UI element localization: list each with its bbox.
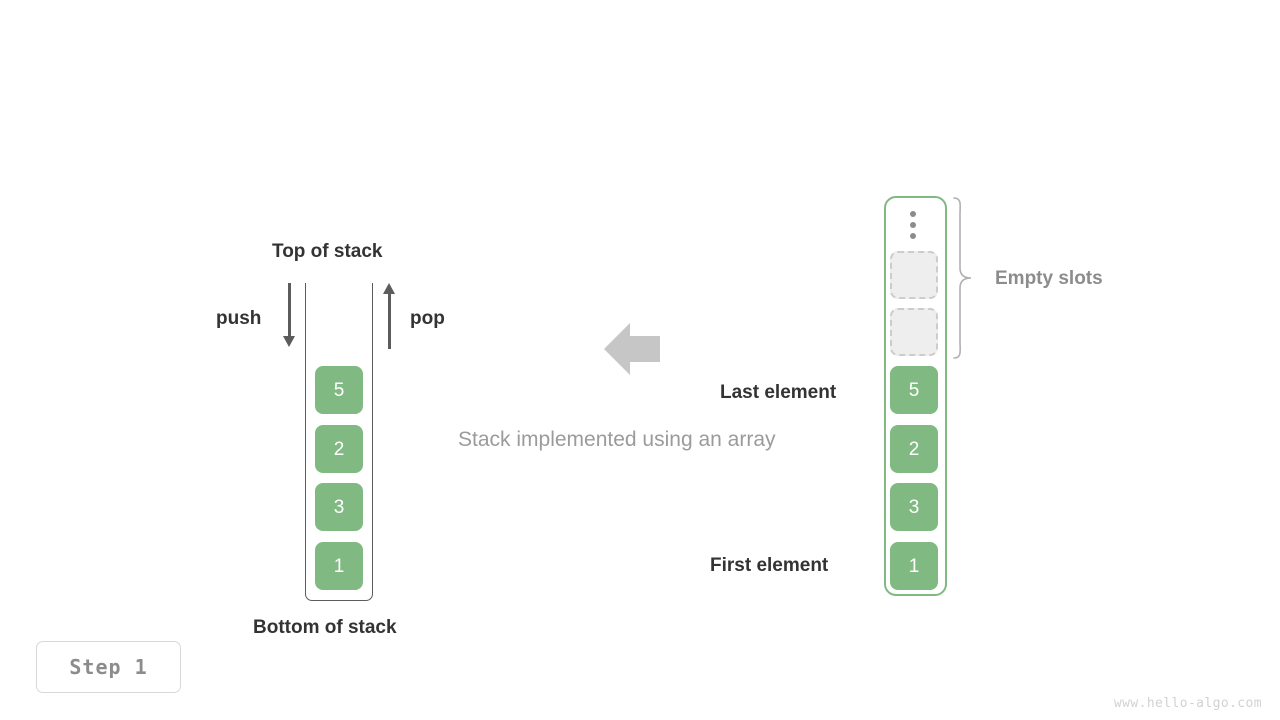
array-cell: 5: [890, 366, 938, 414]
array-cell: 2: [890, 425, 938, 473]
pop-label: pop: [410, 308, 445, 329]
empty-slots-label: Empty slots: [995, 268, 1103, 289]
curly-brace-icon: [953, 197, 972, 359]
diagram-caption: Stack implemented using an array: [458, 428, 776, 451]
pop-arrow-shaft: [388, 294, 391, 349]
top-of-stack-label: Top of stack: [272, 241, 383, 262]
ellipsis-dot: [910, 222, 916, 228]
bottom-of-stack-label: Bottom of stack: [253, 617, 397, 638]
stack-cell: 5: [315, 366, 363, 414]
last-element-label: Last element: [720, 382, 837, 403]
step-badge-label: Step 1: [69, 655, 148, 679]
array-cell: 3: [890, 483, 938, 531]
stack-cell: 2: [315, 425, 363, 473]
stack-container: [305, 283, 373, 601]
ellipsis-dot: [910, 211, 916, 217]
array-empty-slot: [890, 308, 938, 356]
push-arrow-shaft: [288, 283, 291, 338]
push-label: push: [216, 308, 262, 329]
ellipsis-dot: [910, 233, 916, 239]
push-arrow-head: [283, 336, 295, 347]
array-container: [884, 196, 947, 596]
stack-cell: 3: [315, 483, 363, 531]
first-element-label: First element: [710, 555, 829, 576]
stack-cell: 1: [315, 542, 363, 590]
step-badge: Step 1: [36, 641, 181, 693]
pop-arrow-head: [383, 283, 395, 294]
array-empty-slot: [890, 251, 938, 299]
vertical-ellipsis-icon: [908, 211, 918, 239]
array-cell: 1: [890, 542, 938, 590]
watermark: www.hello-algo.com: [1113, 696, 1262, 711]
arrow-left-icon: [604, 323, 660, 375]
